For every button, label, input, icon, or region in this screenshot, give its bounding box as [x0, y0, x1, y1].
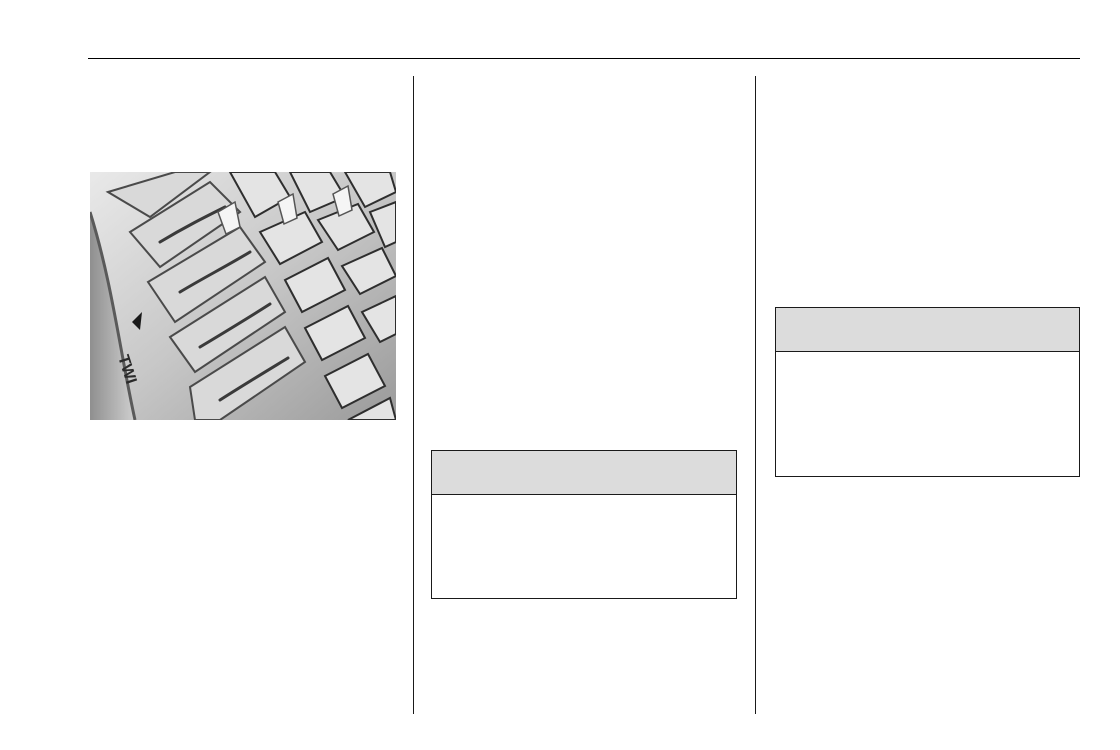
notice-box-right — [775, 307, 1080, 477]
notice-box-body — [432, 495, 736, 511]
top-rule — [88, 58, 1080, 59]
column-divider-left — [413, 76, 414, 714]
notice-box-header — [776, 308, 1079, 352]
tire-tread-wear-indicator-illustration: TWI — [90, 172, 396, 420]
column-divider-right — [755, 76, 756, 714]
notice-box-body — [776, 352, 1079, 368]
notice-box-middle — [431, 450, 737, 599]
notice-box-header — [432, 451, 736, 495]
